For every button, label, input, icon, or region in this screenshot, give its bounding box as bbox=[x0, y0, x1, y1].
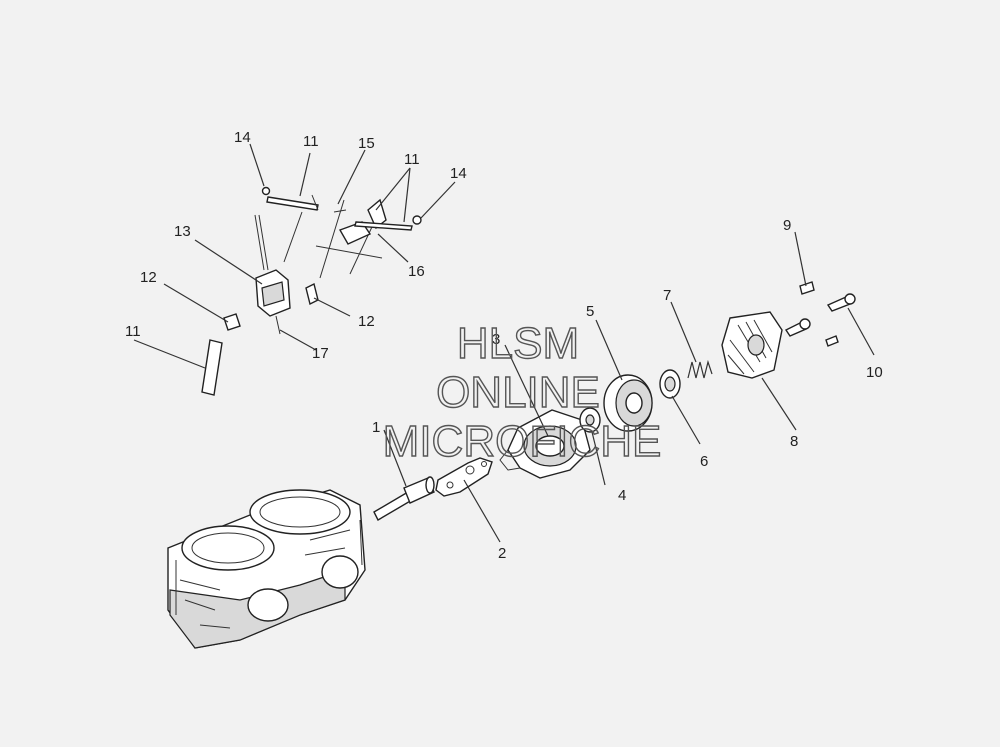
callout-14-left: 14 bbox=[234, 129, 251, 146]
callout-13: 13 bbox=[174, 223, 191, 240]
part-1-shaft bbox=[373, 476, 435, 521]
cylinder-block bbox=[167, 489, 366, 649]
callout-7: 7 bbox=[663, 287, 671, 304]
callout-10: 10 bbox=[866, 364, 883, 381]
callout-4: 4 bbox=[618, 487, 626, 504]
callout-14-right: 14 bbox=[450, 165, 467, 182]
part-7-spring bbox=[687, 359, 713, 379]
callout-6: 6 bbox=[700, 453, 708, 470]
callout-15: 15 bbox=[358, 135, 375, 152]
callout-11-right: 11 bbox=[404, 151, 420, 168]
watermark-line-3: MICROFICHE bbox=[383, 417, 662, 466]
part-5-disc bbox=[603, 374, 653, 432]
part-4-washer bbox=[579, 407, 601, 433]
callout-labels: 1 2 3 4 5 6 7 8 9 10 11 11 11 12 12 13 1… bbox=[125, 129, 883, 562]
watermark: HLSM ONLINE MICROFICHE bbox=[382, 318, 662, 466]
callout-12-left: 12 bbox=[140, 269, 157, 286]
callout-3: 3 bbox=[492, 331, 500, 348]
callout-1: 1 bbox=[372, 419, 380, 436]
linkage-assembly bbox=[201, 186, 422, 396]
callout-11-bottom: 11 bbox=[125, 323, 141, 340]
callout-16: 16 bbox=[408, 263, 425, 280]
part-10-bolts bbox=[784, 293, 856, 347]
watermark-line-1: HLSM bbox=[457, 319, 579, 368]
part-6-seal bbox=[659, 369, 681, 399]
part-2-gasket bbox=[435, 457, 493, 497]
callout-17: 17 bbox=[312, 345, 329, 362]
callout-11-top: 11 bbox=[303, 133, 319, 150]
callout-8: 8 bbox=[790, 433, 798, 450]
callout-12-right: 12 bbox=[358, 313, 375, 330]
callout-9: 9 bbox=[783, 217, 791, 234]
part-9-bolt bbox=[799, 281, 815, 295]
part-8-cover bbox=[721, 311, 783, 379]
leader-lines bbox=[133, 143, 875, 543]
callout-2: 2 bbox=[498, 545, 506, 562]
part-3-housing bbox=[499, 409, 591, 479]
callout-5: 5 bbox=[586, 303, 594, 320]
watermark-line-2: ONLINE bbox=[436, 368, 600, 417]
